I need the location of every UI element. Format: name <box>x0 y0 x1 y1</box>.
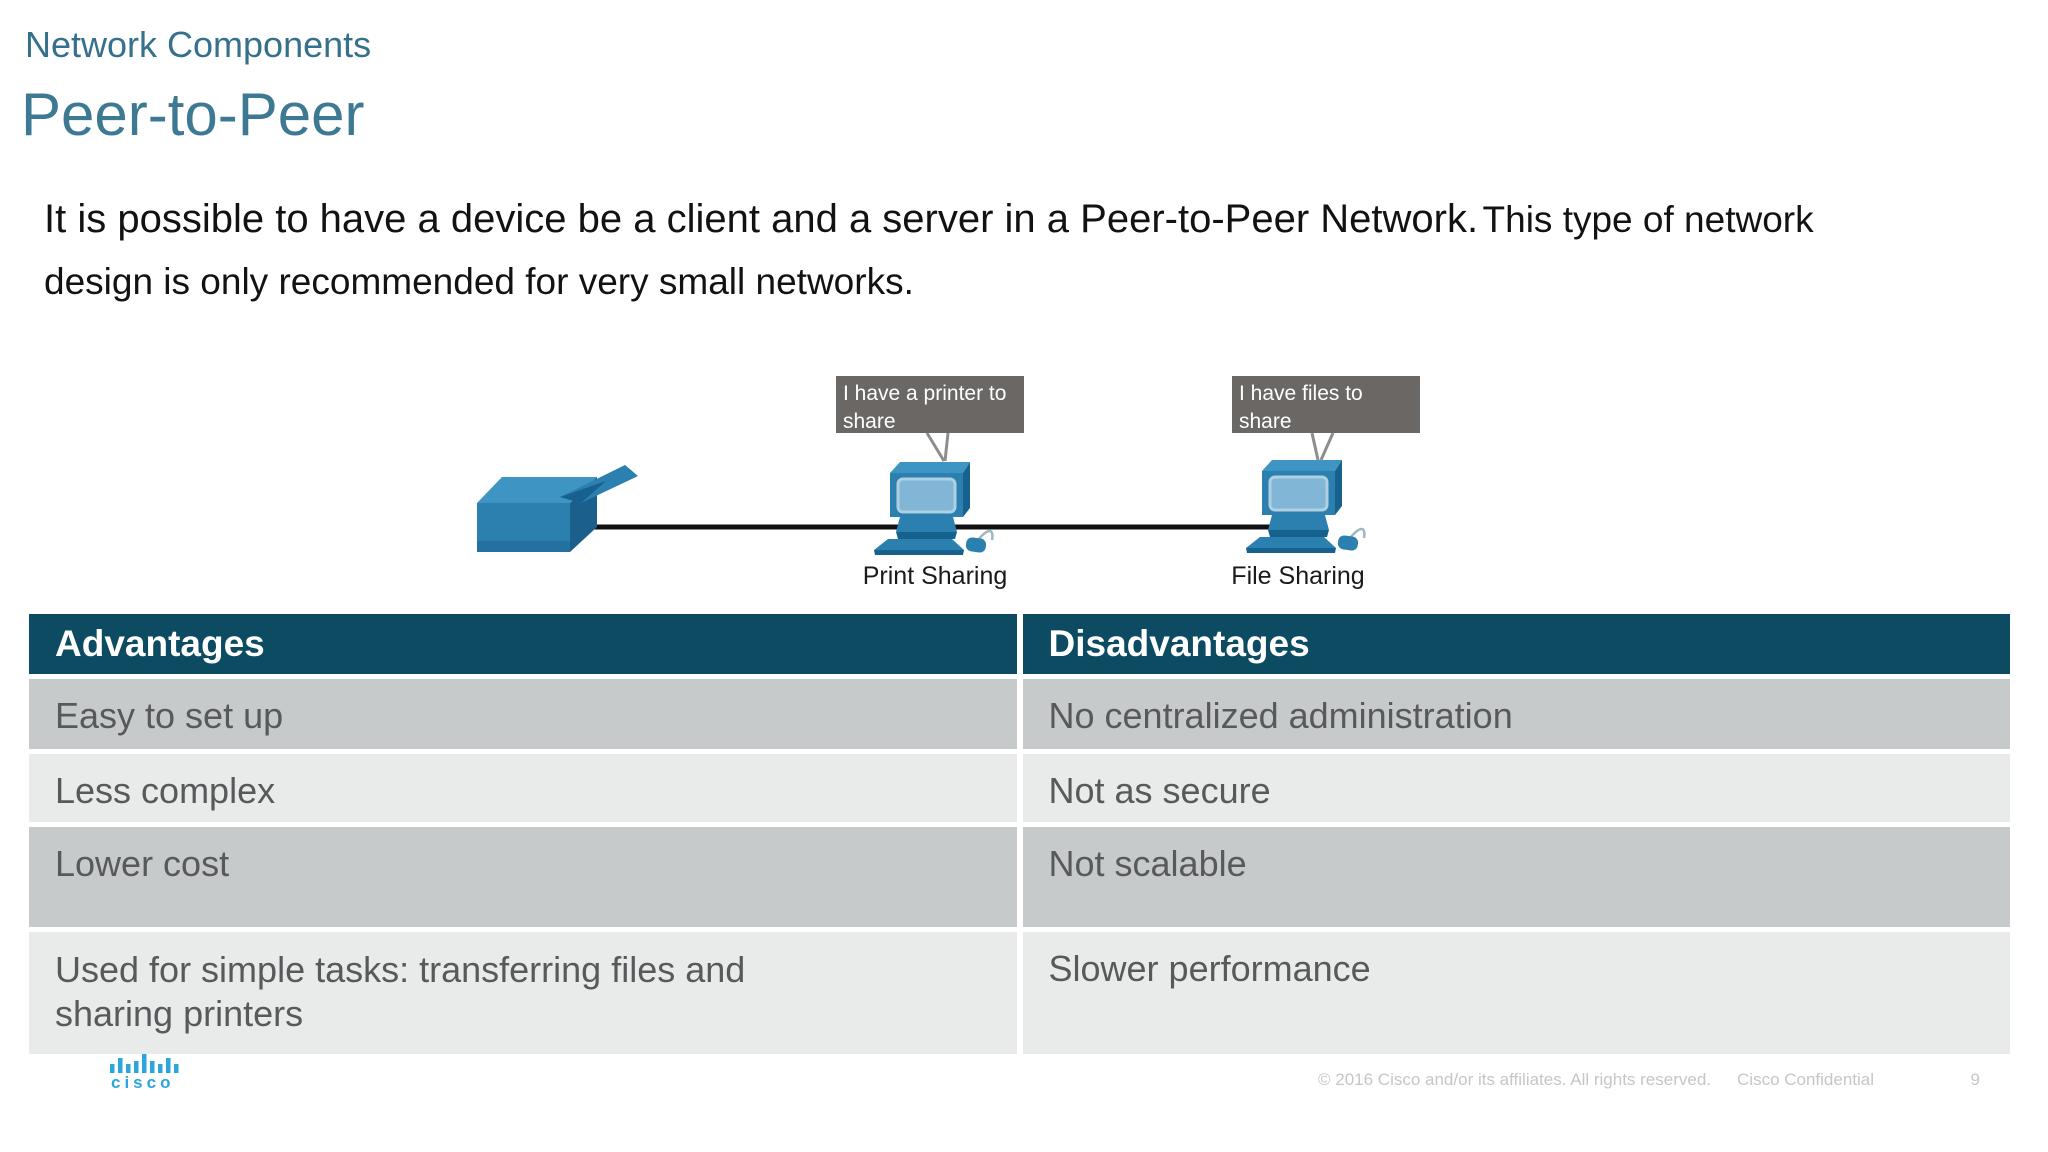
table-cell-disadvantage-2: Not as secure <box>1022 754 2010 822</box>
pc-file-sharing-icon <box>1244 458 1366 555</box>
table-cell-advantage-4-text: Used for simple tasks: transferring file… <box>55 949 746 1034</box>
table-cell-advantage-3: Lower cost <box>29 827 1017 927</box>
network-diagram-art <box>477 432 1366 557</box>
body-sentence-1: It is possible to have a device be a cli… <box>44 197 1479 241</box>
bubble-tails <box>925 432 1335 462</box>
slide-footer: © 2016 Cisco and/or its affiliates. All … <box>1318 1070 1980 1090</box>
table-cell-disadvantage-3: Not scalable <box>1022 827 2010 927</box>
print-sharing-label: Print Sharing <box>862 562 1008 590</box>
body-sentence-2: This type of network design is only reco… <box>44 199 1814 302</box>
footer-page-number: 9 <box>1970 1070 1980 1089</box>
peer-to-peer-diagram: I have a printer to share I have files t… <box>440 360 1450 605</box>
cisco-logo: cisco <box>110 1054 200 1093</box>
slide-kicker: Network Components <box>25 24 372 65</box>
file-sharing-label: File Sharing <box>1231 562 1365 590</box>
cisco-logo-bars-icon <box>110 1054 179 1073</box>
speech-bubble-files: I have files to share <box>1232 376 1420 433</box>
speech-bubble-printer: I have a printer to share <box>836 376 1024 433</box>
table-cell-disadvantage-1: No centralized administration <box>1022 679 2010 749</box>
table-cell-advantage-4: Used for simple tasks: transferring file… <box>29 932 1017 1054</box>
table-header-advantages: Advantages <box>29 614 1017 674</box>
body-paragraph: It is possible to have a device be a cli… <box>44 192 1924 317</box>
table-cell-disadvantage-4: Slower performance <box>1022 932 2010 1054</box>
advantages-disadvantages-table: Advantages Disadvantages Easy to set up … <box>29 614 2010 1054</box>
table-cell-advantage-1: Easy to set up <box>29 679 1017 749</box>
table-cell-advantage-2: Less complex <box>29 754 1017 822</box>
footer-copyright: © 2016 Cisco and/or its affiliates. All … <box>1318 1070 1712 1089</box>
footer-confidential: Cisco Confidential <box>1737 1070 1875 1089</box>
printer-icon <box>477 465 638 552</box>
pc-print-sharing-icon <box>872 460 994 557</box>
cisco-logo-wordmark: cisco <box>111 1073 175 1092</box>
page-title: Peer-to-Peer <box>21 81 365 148</box>
table-header-disadvantages: Disadvantages <box>1022 614 2010 674</box>
